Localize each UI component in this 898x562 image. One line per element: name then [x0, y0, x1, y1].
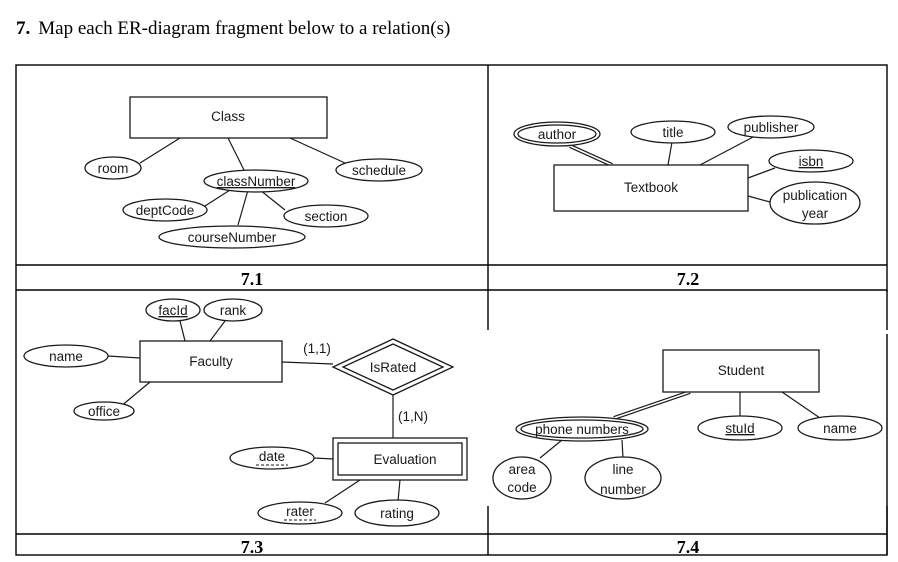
edge-faculty-israted — [281, 361, 334, 365]
caption-7-1: 7.1 — [241, 269, 264, 289]
attr-author-label: author — [538, 127, 577, 142]
attr-line-number-line2: number — [600, 482, 646, 497]
attr-schedule-label: schedule — [352, 163, 406, 178]
fragment-7-3: Faculty IsRated (1,1) (1,N) Evaluation f… — [23, 298, 468, 527]
attr-name-faculty — [23, 344, 109, 368]
caption-7-2: 7.2 — [677, 269, 700, 289]
attr-rank-label: rank — [220, 303, 247, 318]
entity-faculty-label: Faculty — [189, 354, 233, 369]
attr-section — [283, 204, 369, 228]
attr-area-code — [492, 456, 552, 500]
attr-rating — [354, 499, 440, 527]
entity-faculty — [139, 340, 283, 383]
attr-deptcode — [122, 198, 208, 222]
attr-facid — [145, 298, 201, 322]
question-number: 7. — [16, 18, 31, 39]
edge-evaluation-date — [313, 457, 334, 460]
attr-name-faculty-label: name — [49, 349, 83, 364]
attr-coursenumber — [158, 225, 306, 249]
edge-student-name — [781, 391, 821, 419]
attr-isbn — [768, 149, 854, 173]
attr-schedule — [335, 158, 423, 182]
relationship-israted-label: IsRated — [370, 360, 417, 375]
edge-evaluation-rating — [397, 479, 401, 502]
attr-date-label: date — [259, 449, 285, 464]
cardinality-evaluation: (1,N) — [398, 409, 428, 424]
entity-student — [662, 349, 820, 393]
edge-phonenumbers-linenumber — [621, 439, 624, 459]
edge-classnumber-deptcode — [204, 189, 231, 207]
entity-class — [129, 96, 328, 139]
edge-phonenumbers-areacode — [539, 439, 563, 459]
attr-deptcode-label: deptCode — [136, 203, 195, 218]
edge-faculty-facid — [179, 320, 186, 342]
attr-rater-label: rater — [286, 504, 314, 519]
edge-faculty-name — [107, 355, 141, 359]
attr-name-student-label: name — [823, 421, 857, 436]
edge-textbook-publication-year — [747, 195, 771, 203]
attr-title-label: title — [662, 125, 683, 140]
attr-area-code-line1: area — [508, 462, 536, 477]
attr-title — [630, 120, 716, 144]
fragment-7-4: Student phone numbers stuId name area co… — [492, 349, 883, 500]
attr-stuid — [697, 415, 783, 441]
attr-isbn-label: isbn — [799, 154, 824, 169]
edge-faculty-office — [119, 381, 151, 408]
edge-evaluation-rater — [324, 479, 361, 504]
question-title: 7. Map each ER-diagram fragment below to … — [16, 18, 450, 40]
attr-line-number-line1: line — [612, 462, 633, 477]
attr-classnumber — [203, 169, 309, 193]
fragment-7-1: Class room classNumber schedule deptCode… — [84, 96, 423, 249]
edge-class-room — [139, 137, 181, 164]
attr-rater-partial-key — [257, 501, 343, 525]
entity-textbook-label: Textbook — [624, 180, 678, 195]
attr-date-partial-key — [229, 446, 315, 470]
edge-faculty-rank — [209, 320, 226, 342]
attr-section-label: section — [305, 209, 348, 224]
attr-room-label: room — [98, 161, 129, 176]
entity-student-label: Student — [718, 363, 765, 378]
attr-publication-year — [769, 181, 861, 225]
question-text: Map each ER-diagram fragment below to a … — [38, 18, 451, 39]
edge-textbook-publisher — [699, 135, 756, 166]
caption-7-3: 7.3 — [241, 537, 264, 557]
weak-entity-evaluation-label: Evaluation — [373, 452, 436, 467]
attr-classnumber-label: classNumber — [217, 174, 296, 189]
attr-rank — [203, 298, 263, 322]
edge-classnumber-coursenumber — [237, 189, 249, 226]
attr-publisher — [727, 115, 815, 139]
edge-classnumber-section — [259, 189, 286, 211]
entity-class-label: Class — [211, 109, 245, 124]
attr-office — [73, 401, 135, 421]
attr-coursenumber-label: courseNumber — [188, 230, 277, 245]
edge-textbook-title — [667, 141, 673, 166]
attr-stuid-label: stuId — [725, 421, 754, 436]
entity-textbook — [553, 164, 749, 212]
grid-gap-mask — [470, 292, 890, 334]
attr-facid-label: facId — [158, 303, 187, 318]
edge-class-classnumber — [227, 137, 246, 173]
caption-7-4: 7.4 — [677, 537, 700, 557]
attr-rating-label: rating — [380, 506, 414, 521]
attr-room — [84, 156, 142, 180]
cardinality-faculty: (1,1) — [303, 341, 331, 356]
attr-publication-year-line1: publication — [783, 188, 848, 203]
attr-office-label: office — [88, 404, 120, 419]
attr-publication-year-line2: year — [802, 206, 829, 221]
attr-phone-numbers-label: phone numbers — [535, 422, 629, 437]
edge-textbook-isbn — [747, 167, 776, 179]
attr-publisher-label: publisher — [744, 120, 799, 135]
attr-line-number — [584, 456, 662, 500]
attr-name-student — [797, 415, 883, 441]
edge-class-schedule — [289, 137, 346, 164]
fragment-7-2: Textbook author title publisher isbn pub… — [513, 115, 861, 225]
attr-area-code-line2: code — [507, 480, 536, 495]
